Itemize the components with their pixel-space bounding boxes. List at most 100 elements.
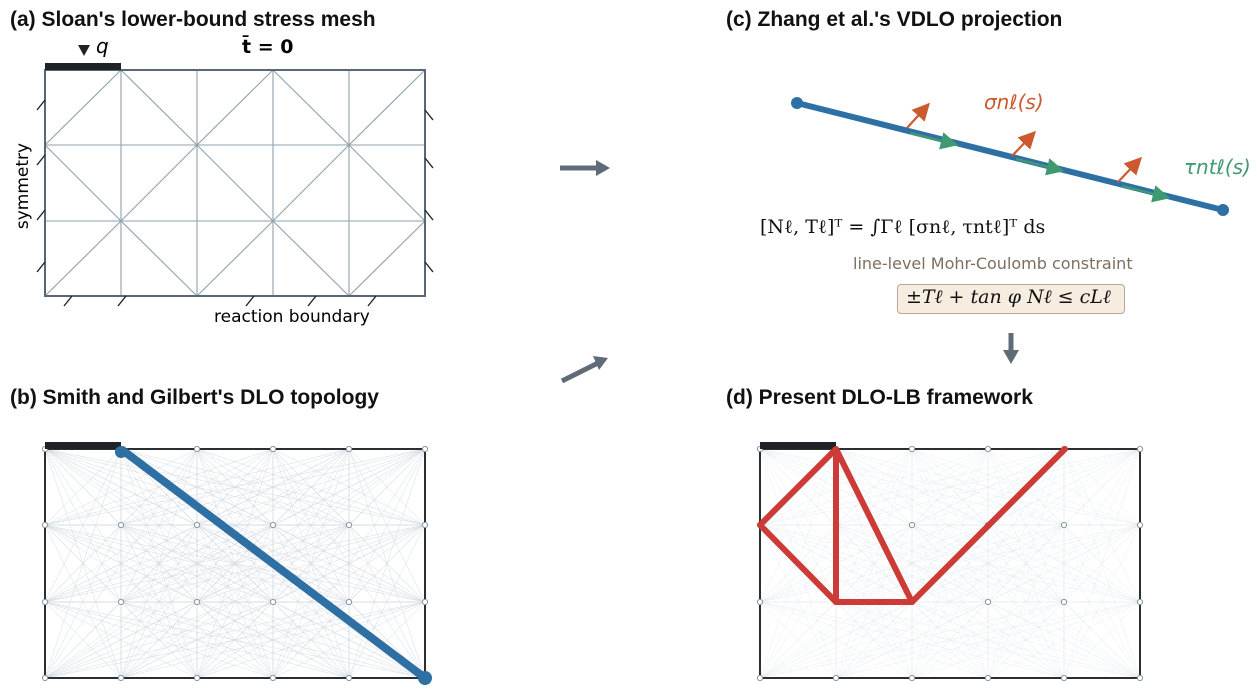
ground-structure-bar [196,448,426,526]
ground-structure-bar [911,601,1141,679]
diagonal-arrow-icon [560,356,608,384]
panel-b-critical-line [118,445,428,682]
ground-structure-node [908,521,916,529]
ground-structure-node [117,598,125,606]
ground-structure-bar [44,448,122,526]
sigma-label: σnℓ(s) [984,90,1044,114]
ground-structure-bar [44,601,426,679]
panel-c-endpoint-right [1217,204,1229,216]
panel-b-endpoint-bottom [418,671,432,685]
ground-structure-node [345,521,353,529]
ground-structure-node [1136,674,1144,682]
ground-structure-node [41,674,49,682]
ground-structure-bar [759,601,989,679]
panel-b-ground-structure [44,448,426,679]
panel-c-shear-stress-arrows [909,131,1171,203]
panel-d-title: (d) Present DLO-LB framework [726,386,1033,409]
ground-structure-bar [44,601,350,679]
ground-structure-bar [120,601,426,679]
load-arrow-icon [78,45,90,56]
panel-d-mechanism-lines [757,446,1068,605]
ground-structure-node [193,674,201,682]
panel-b-endpoint-top [115,446,127,458]
panel-b-load-bar [45,442,121,449]
ground-structure-bar [44,524,198,603]
panel-a-frame [44,69,426,297]
ground-structure-bar [44,601,122,679]
ground-structure-node [756,598,764,606]
constraint-caption: line-level Mohr-Coulomb constraint [853,254,1133,273]
ground-structure-bar [759,448,1141,603]
ground-structure-bar [348,448,426,603]
ground-structure-node [193,521,201,529]
ground-structure-node [984,445,992,453]
reaction-boundary-label: reaction boundary [214,307,370,327]
ground-structure-node [345,445,353,453]
panel-d-frame [759,448,1141,679]
ground-structure-node [421,521,429,529]
ground-structure-bar [911,524,1141,603]
ground-structure-bar [759,448,1141,526]
ground-structure-node [41,598,49,606]
panel-d-load-bar [760,442,836,449]
ground-structure-bar [1063,524,1141,679]
ground-structure-node [756,674,764,682]
ground-structure-bar [759,524,989,603]
traction-label: t̄ = 0 [242,36,294,58]
ground-structure-bar [196,524,426,679]
ground-structure-node [421,445,429,453]
ground-structure-bar [759,601,913,679]
ground-structure-bar [44,448,198,526]
integral-equation: [Nℓ, Tℓ]ᵀ = ∫Γℓ [σnℓ, τntℓ]ᵀ ds [760,216,1046,238]
ground-structure-bar [759,524,1141,679]
panel-a-load-bar [45,63,121,70]
ground-structure-node [345,598,353,606]
ground-structure-node [832,674,840,682]
panel-a-title: (a) Sloan's lower-bound stress mesh [10,8,376,31]
panel-c-endpoint-left [791,97,803,109]
ground-structure-node [984,598,992,606]
ground-structure-bar [1063,601,1141,679]
ground-structure-bar [759,448,989,526]
ground-structure-node [1136,445,1144,453]
tau-label: τntℓ(s) [1184,155,1251,179]
ground-structure-bar [44,601,198,679]
ground-structure-bar [759,601,1065,679]
ground-structure-node [117,521,125,529]
ground-structure-bar [44,524,350,603]
ground-structure-bar [759,601,837,679]
ground-structure-bar [196,448,426,603]
ground-structure-bar [348,524,426,679]
ground-structure-bar [759,524,1065,603]
ground-structure-bar [759,524,837,679]
ground-structure-bar [44,448,426,603]
ground-structure-node [269,445,277,453]
ground-structure-node [117,674,125,682]
ground-structure-node [345,674,353,682]
ground-structure-bar [759,448,837,603]
ground-structure-node [908,674,916,682]
panel-c-title: (c) Zhang et al.'s VDLO projection [726,8,1063,31]
ground-structure-bar [44,524,122,603]
panel-a-mesh [44,69,426,297]
ground-structure-node [1136,598,1144,606]
ground-structure-bar [44,524,274,679]
ground-structure-bar [120,448,426,526]
ground-structure-bar [911,448,1141,603]
ground-structure-node [1060,598,1068,606]
ground-structure-bar [835,448,1141,526]
ground-structure-bar [1063,448,1141,603]
ground-structure-node [193,445,201,453]
ground-structure-bar [987,601,1141,679]
ground-structure-bar [272,601,426,679]
ground-structure-node [1060,521,1068,529]
ground-structure-bar [759,601,1141,679]
ground-structure-node [984,674,992,682]
panel-c-discontinuity-line [796,100,1224,213]
down-arrow-icon [1003,333,1019,364]
ground-structure-bar [44,524,426,679]
ground-structure-node [193,598,201,606]
ground-structure-bar [196,524,426,603]
ground-structure-bar [911,524,1141,679]
right-arrow-icon [560,160,610,176]
